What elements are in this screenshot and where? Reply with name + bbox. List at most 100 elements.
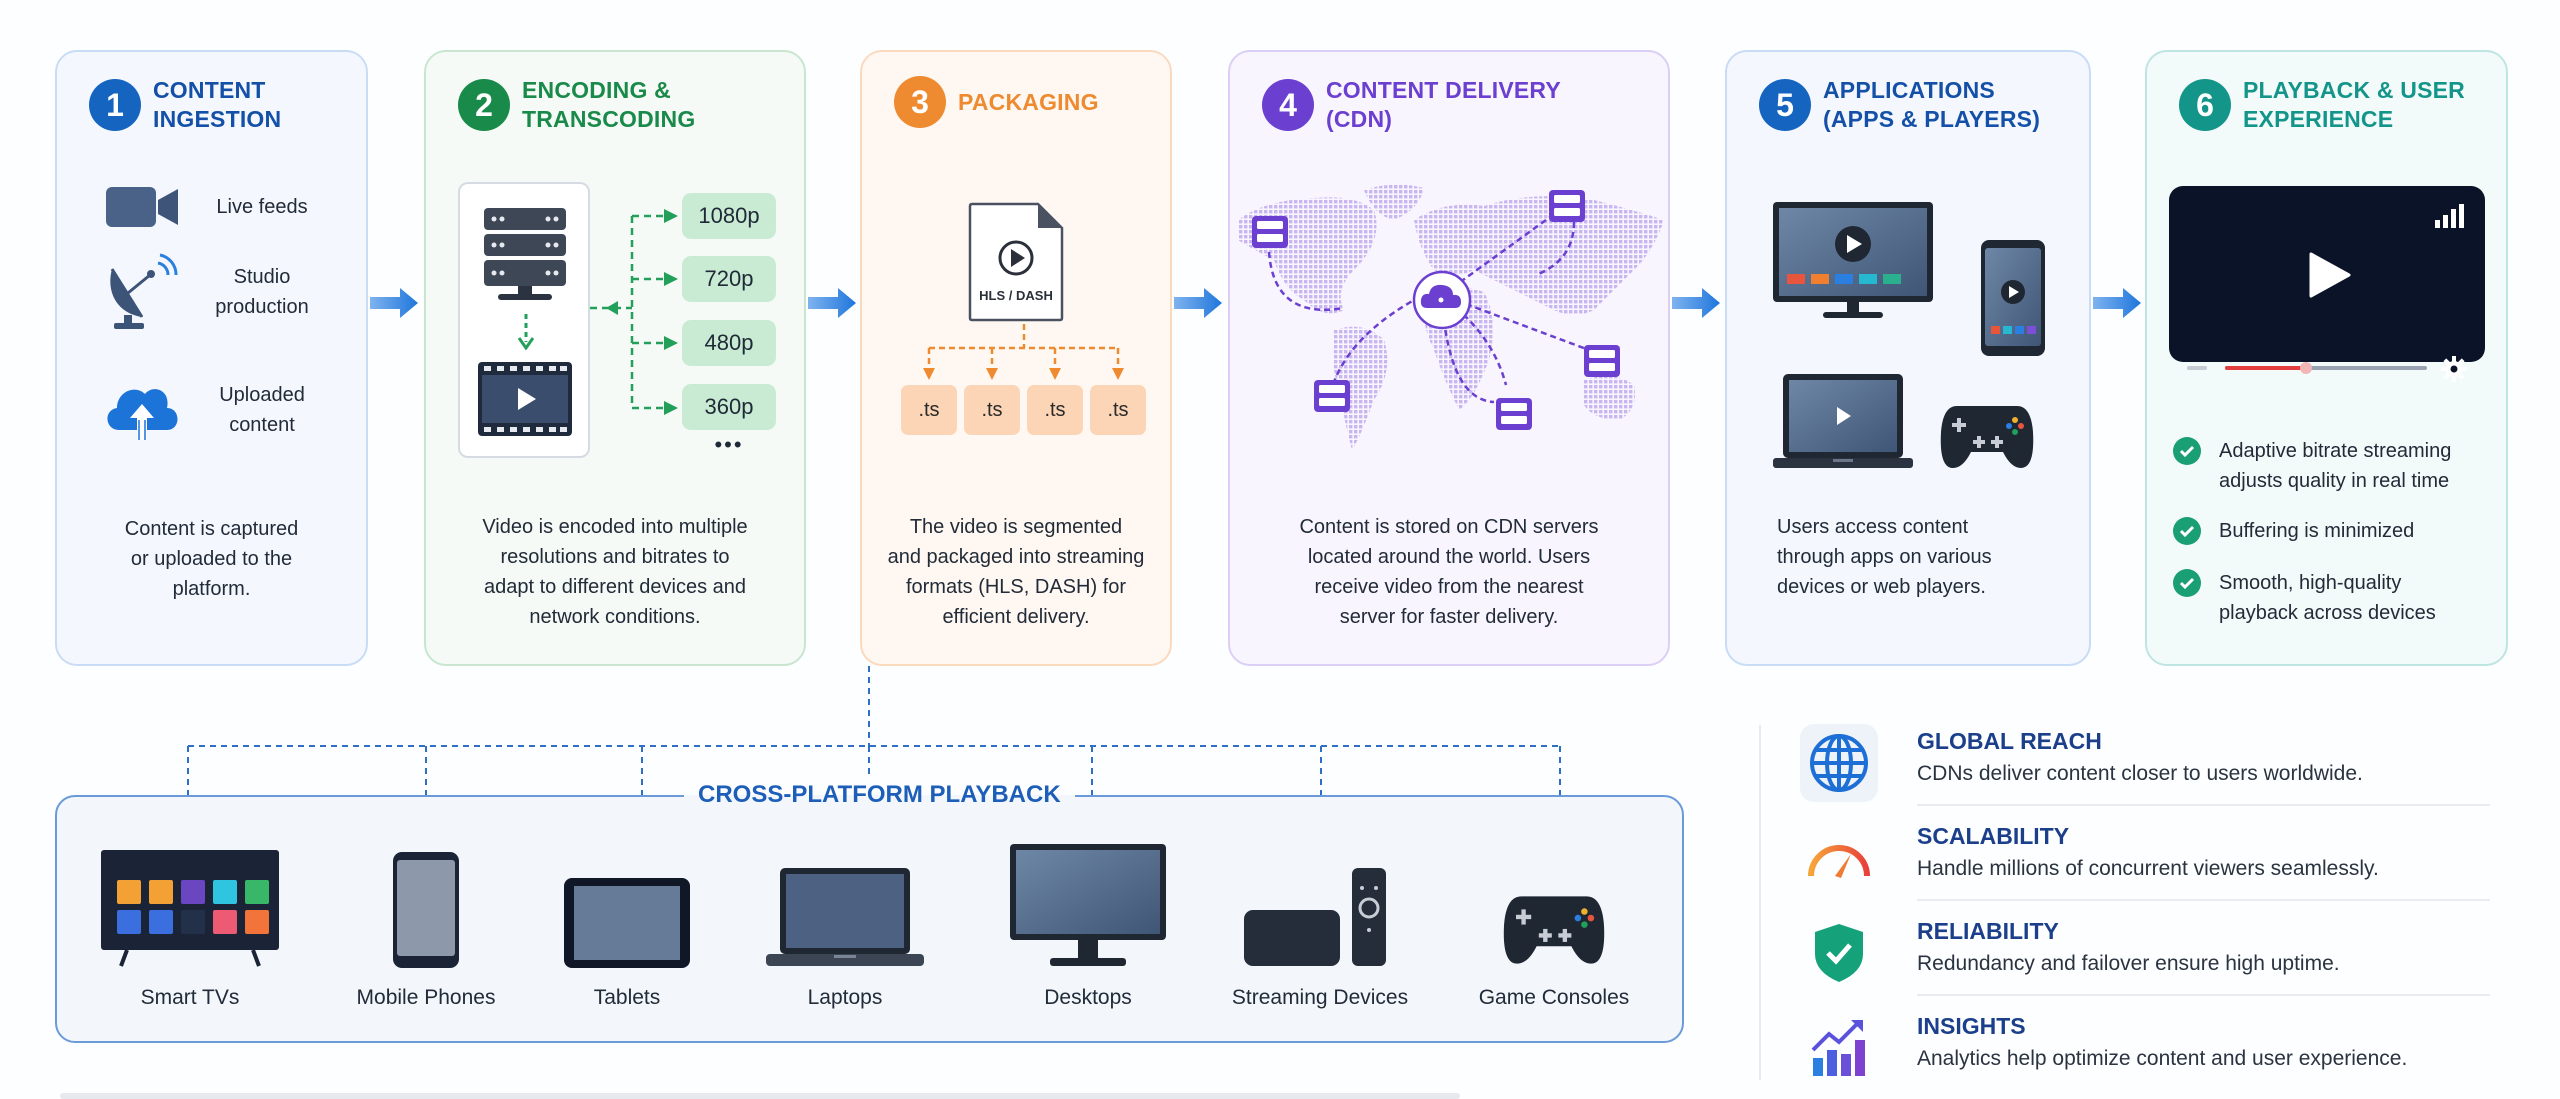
cloud-upload-icon (97, 378, 187, 442)
device-label: Game Consoles (1478, 986, 1630, 1009)
divider (1917, 994, 2490, 996)
laptop-app-icon (1773, 374, 1913, 468)
benefit-title: RELIABILITY (1917, 918, 2059, 944)
source-uploaded-content: Uploaded content (97, 370, 337, 450)
footer-bar (60, 1093, 1460, 1099)
benefit-insights: INSIGHTS Analytics help optimize content… (1800, 1005, 2490, 1099)
progress-scrubber[interactable] (2299, 362, 2312, 374)
cross-platform-connector-lines (187, 666, 1561, 796)
step-4-header: 4 CONTENT DELIVERY (CDN) (1262, 76, 1561, 134)
encoder-box (458, 182, 590, 458)
benefit-title: INSIGHTS (1917, 1013, 2026, 1039)
video-player[interactable] (2169, 186, 2485, 382)
source-studio-production: Studio production (97, 247, 337, 337)
device-laptop: Laptops (745, 838, 945, 1010)
flow-arrow-icon (2093, 288, 2141, 318)
source-label: Live feeds (216, 196, 308, 218)
video-camera-icon (97, 184, 187, 230)
world-map-cdn-icon (1238, 184, 1664, 450)
step-6-playback-user-experience: 6 PLAYBACK & USER EXPERIENCE Adaptive bi… (2145, 50, 2508, 666)
resolution-360p: 360p (682, 384, 776, 430)
step-title: CONTENT INGESTION (153, 77, 282, 132)
step-description: Content is stored on CDN servers located… (1299, 516, 1599, 628)
flow-arrow-icon (808, 288, 856, 318)
step-1-header: 1 CONTENT INGESTION (89, 76, 281, 134)
step-5-applications: 5 APPLICATIONS (APPS & PLAYERS) Users ac… (1725, 50, 2091, 666)
step-title: APPLICATIONS (APPS & PLAYERS) (1823, 77, 2041, 132)
benefit-scalability: SCALABILITY Handle millions of concurren… (1800, 815, 2490, 910)
benefit-title: GLOBAL REACH (1917, 728, 2102, 754)
segment-branch-lines (923, 324, 1124, 380)
speedometer-icon (1800, 819, 1878, 897)
device-tablet: Tablets (527, 838, 727, 1010)
satellite-dish-icon (97, 251, 187, 333)
flow-arrow-icon (1174, 288, 1222, 318)
cross-platform-title: CROSS-PLATFORM PLAYBACK (684, 780, 1075, 810)
step-title: PACKAGING (958, 88, 1099, 115)
device-label: Laptops (807, 986, 883, 1009)
feature-text: Buffering is minimized (2219, 520, 2415, 542)
arrow-down-icon (518, 314, 534, 350)
step-number-badge: 4 (1262, 79, 1314, 131)
encoding-branch-lines (590, 209, 678, 415)
step-title: PLAYBACK & USER EXPERIENCE (2243, 77, 2465, 132)
benefit-text: Redundancy and failover ensure high upti… (1917, 952, 2340, 975)
flow-arrow-icon (370, 288, 418, 318)
progress-fill (2225, 366, 2306, 370)
device-label: Smart TVs (140, 986, 240, 1009)
step-description: Content is captured or uploaded to the p… (124, 518, 299, 600)
streaming-device-icon (1220, 838, 1420, 968)
resolution-1080p: 1080p (682, 193, 776, 239)
check-circle-icon (2173, 517, 2201, 545)
source-label: Uploaded content (219, 384, 305, 436)
step-number-badge: 1 (89, 79, 141, 131)
step-number-badge: 6 (2179, 79, 2231, 131)
laptop-icon (745, 838, 945, 968)
device-streaming-device: Streaming Devices (1220, 838, 1420, 1010)
step-description: Video is encoded into multiple resolutio… (482, 516, 748, 628)
settings-gear-icon[interactable] (2441, 356, 2467, 382)
feature-check-item: Smooth, high-quality playback across dev… (2173, 568, 2436, 628)
benefit-reliability: RELIABILITY Redundancy and failover ensu… (1800, 910, 2490, 1005)
desktop-icon (988, 838, 1188, 968)
analytics-chart-icon (1800, 1009, 1878, 1087)
volume-icon[interactable] (2187, 364, 2207, 372)
gamepad-app-icon (1940, 406, 2034, 468)
step-5-header: 5 APPLICATIONS (APPS & PLAYERS) (1759, 76, 2040, 134)
ts-segment: .ts (901, 385, 957, 435)
more-resolutions-ellipsis: ••• (714, 432, 744, 457)
progress-track[interactable] (2225, 362, 2427, 374)
step-6-header: 6 PLAYBACK & USER EXPERIENCE (2179, 76, 2465, 134)
benefit-title: SCALABILITY (1917, 823, 2070, 849)
benefit-text: Analytics help optimize content and user… (1917, 1047, 2408, 1070)
game-console-icon (1454, 838, 1654, 968)
globe-icon (1800, 724, 1878, 802)
divider (1917, 804, 2490, 806)
step-number-badge: 2 (458, 79, 510, 131)
flow-arrow-icon (1672, 288, 1720, 318)
step-number-badge: 5 (1759, 79, 1811, 131)
step-3-header: 3 PACKAGING (894, 76, 1099, 128)
step-4-content-delivery-cdn: 4 CONTENT DELIVERY (CDN) (1228, 50, 1670, 666)
device-label: Mobile Phones (356, 986, 496, 1009)
feature-check-item: Buffering is minimized (2173, 516, 2414, 546)
tablet-icon (527, 838, 727, 968)
step-2-header: 2 ENCODING & TRANSCODING (458, 76, 695, 134)
check-circle-icon (2173, 437, 2201, 465)
ts-segment: .ts (1027, 385, 1083, 435)
shield-check-icon (1800, 914, 1878, 992)
device-label: Streaming Devices (1231, 986, 1409, 1009)
step-title: CONTENT DELIVERY (CDN) (1326, 77, 1561, 132)
play-button-icon[interactable] (2307, 252, 2351, 298)
manifest-format-label: HLS / DASH (979, 288, 1053, 303)
benefit-text: CDNs deliver content closer to users wor… (1917, 762, 2363, 785)
feature-text: Smooth, high-quality playback across dev… (2219, 572, 2436, 624)
resolution-480p: 480p (682, 320, 776, 366)
feature-text: Adaptive bitrate streaming adjusts quali… (2219, 440, 2452, 492)
step-description: Users access content through apps on var… (1777, 516, 1992, 598)
feature-check-item: Adaptive bitrate streaming adjusts quali… (2173, 436, 2451, 496)
ts-segment: .ts (1090, 385, 1146, 435)
check-circle-icon (2173, 569, 2201, 597)
benefit-text: Handle millions of concurrent viewers se… (1917, 857, 2379, 880)
source-label: Studio production (215, 266, 309, 318)
